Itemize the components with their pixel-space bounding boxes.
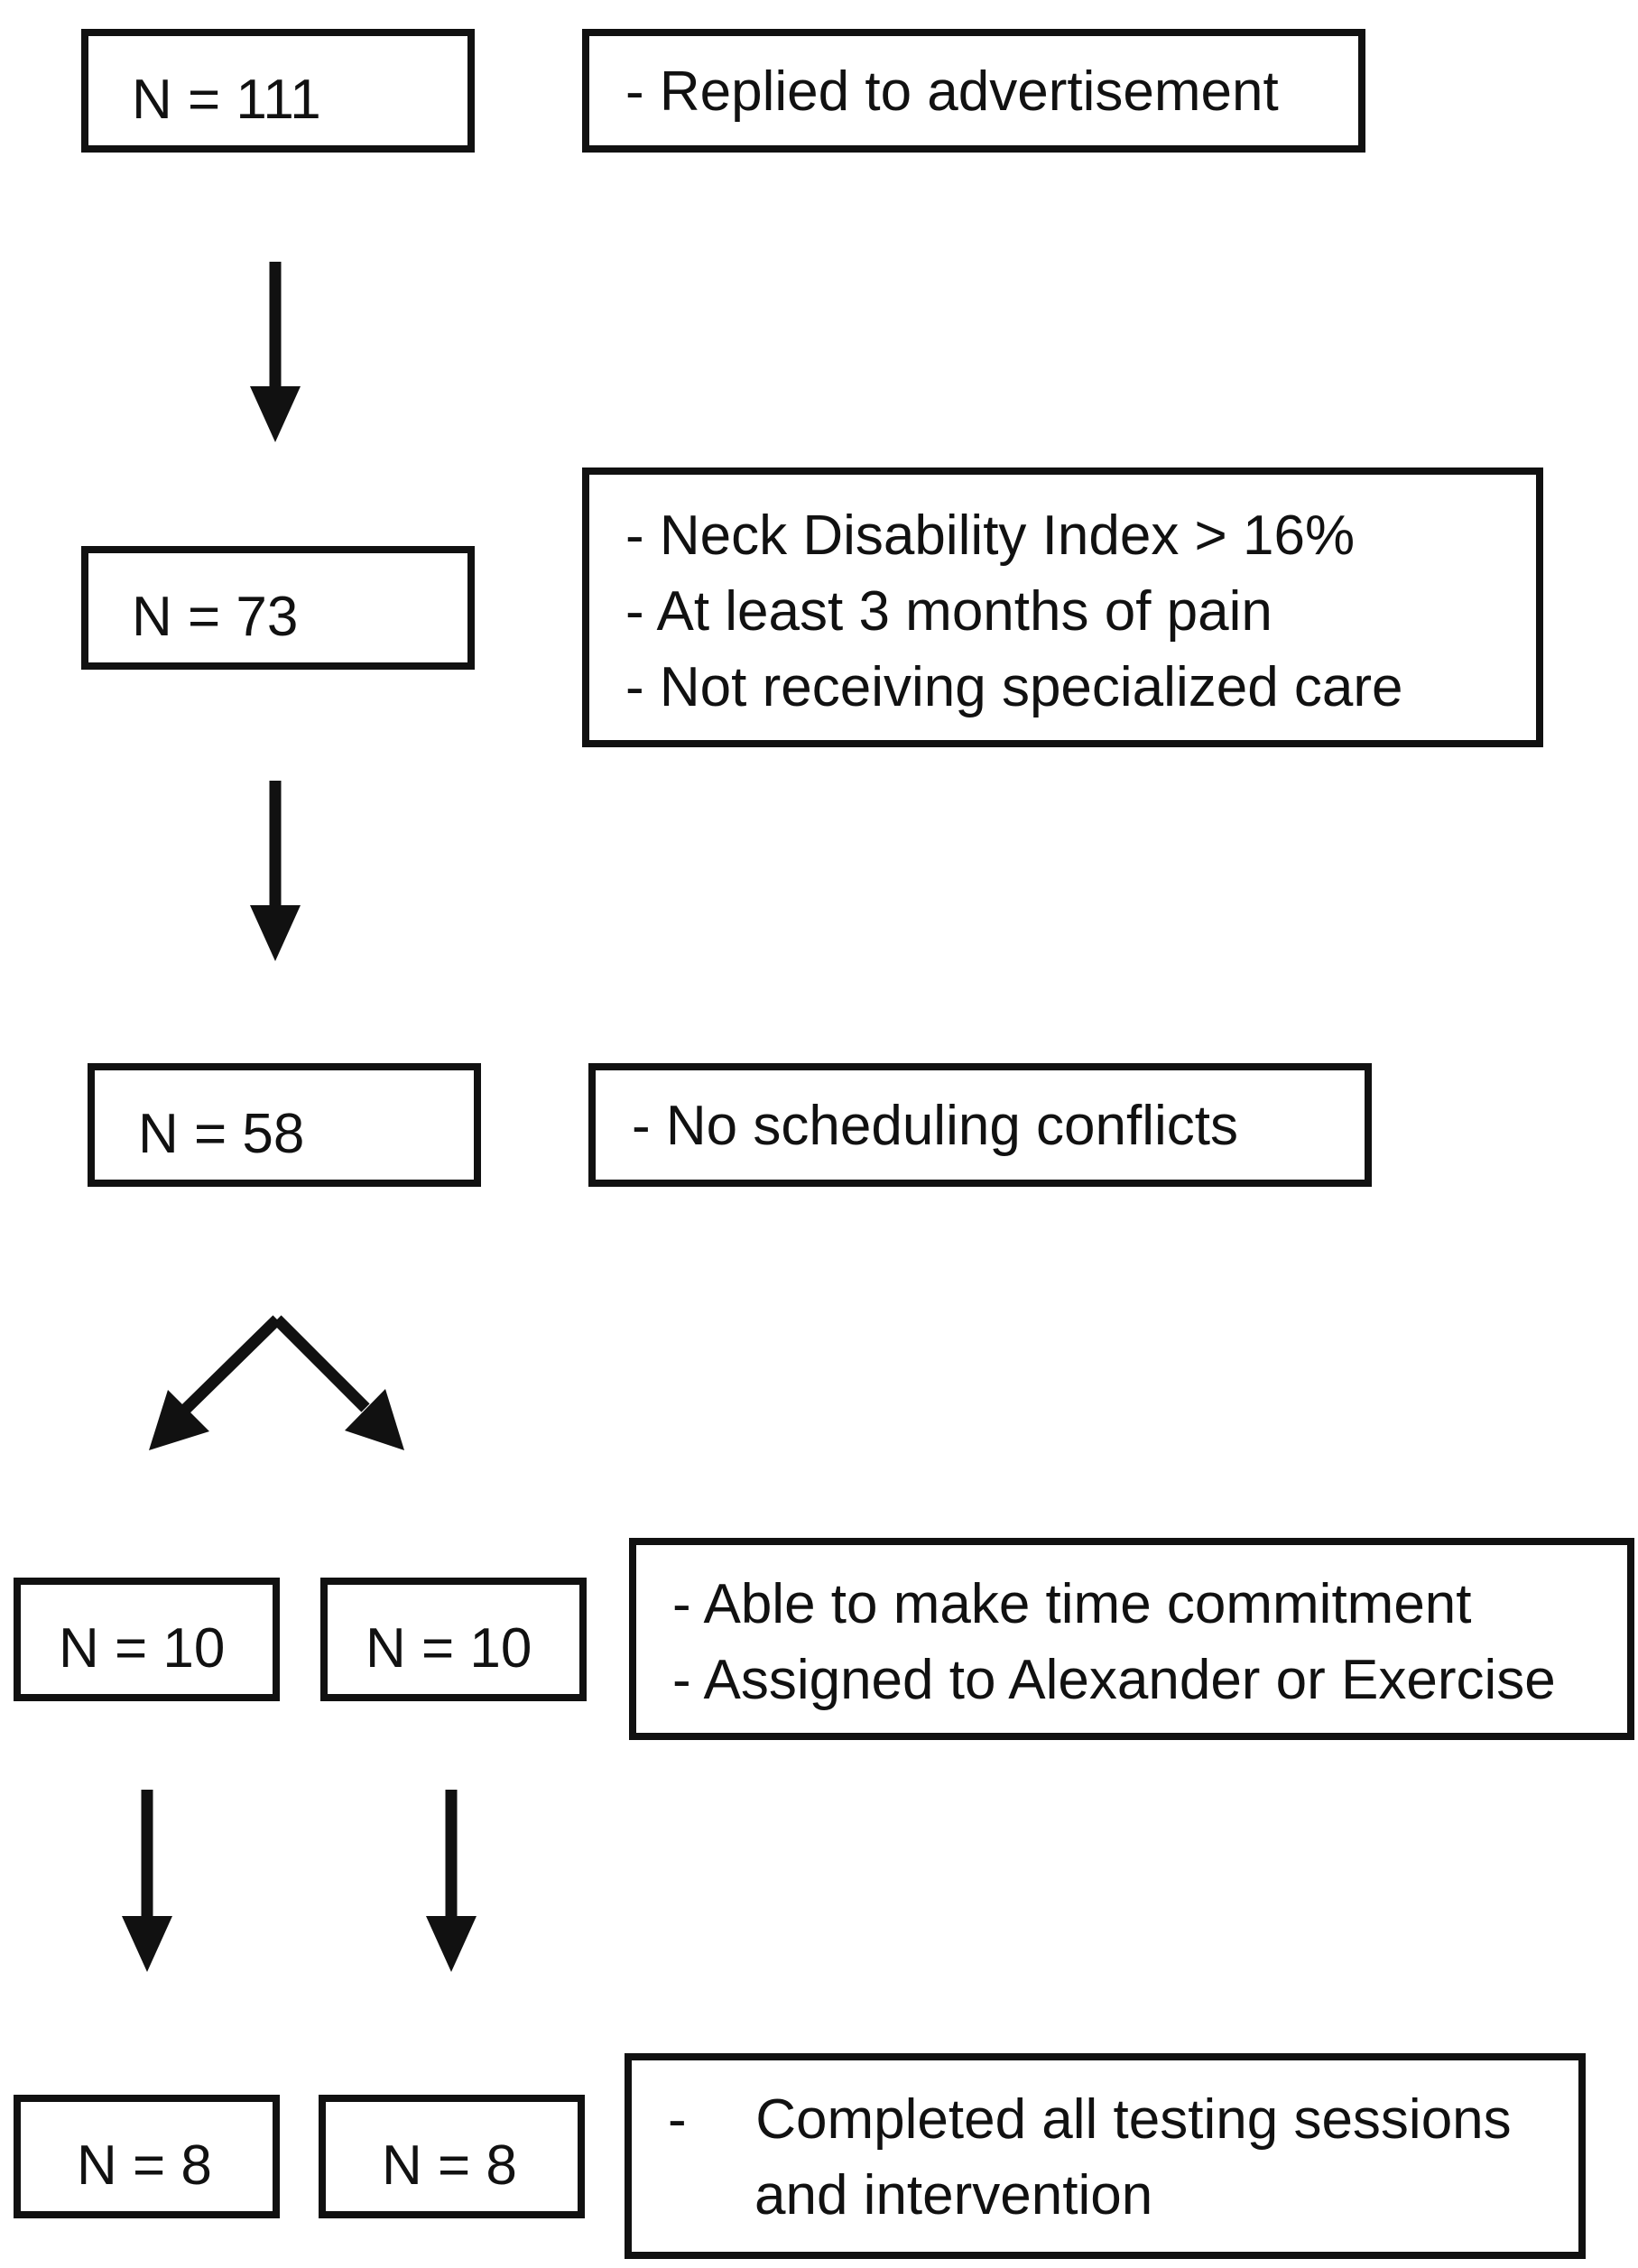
criteria-item: - Able to make time commitment [672, 1567, 1556, 1643]
criteria-list: - Neck Disability Index > 16% - At least… [625, 498, 1403, 726]
criteria-box-stage-4: - Able to make time commitment - Assigne… [629, 1538, 1634, 1740]
arrow-down-2 [250, 781, 301, 961]
arrow-split-left [149, 1315, 282, 1450]
count-label: N = 10 [366, 1617, 532, 1680]
bullet-dash: - [672, 1649, 691, 1711]
criteria-text: Replied to advertisement [659, 60, 1279, 123]
criteria-item: and intervention [668, 2158, 1512, 2234]
criteria-item: - Replied to advertisement [625, 54, 1279, 130]
count-label: N = 8 [382, 2134, 517, 2197]
criteria-text: Completed all testing sessions [755, 2088, 1512, 2151]
arrow-down-right [426, 1790, 477, 1972]
criteria-box-stage-3: - No scheduling conflicts [588, 1063, 1372, 1187]
criteria-box-stage-5: - Completed all testing sessions and int… [625, 2053, 1586, 2259]
criteria-box-stage-1: - Replied to advertisement [582, 29, 1365, 153]
count-box-stage-2: N = 73 [81, 546, 475, 670]
criteria-list: - Replied to advertisement [625, 54, 1279, 130]
criteria-item: - At least 3 months of pain [625, 574, 1403, 650]
bullet-dash: - [625, 580, 644, 643]
criteria-text: No scheduling conflicts [665, 1095, 1238, 1157]
arrow-down-1 [250, 262, 301, 442]
count-label: N = 73 [132, 586, 299, 648]
criteria-text: At least 3 months of pain [656, 580, 1272, 643]
criteria-text: Able to make time commitment [703, 1573, 1472, 1635]
criteria-list: - Able to make time commitment - Assigne… [672, 1567, 1556, 1718]
criteria-text: Neck Disability Index > 16% [659, 505, 1356, 567]
criteria-list: - No scheduling conflicts [632, 1088, 1238, 1164]
count-label: N = 8 [77, 2134, 212, 2197]
count-box-stage-5-left: N = 8 [14, 2095, 280, 2218]
arrow-down-left [122, 1790, 172, 1972]
bullet-dash: - [632, 1095, 651, 1157]
criteria-list: - Completed all testing sessions and int… [668, 2082, 1512, 2234]
criteria-item: - Not receiving specialized care [625, 650, 1403, 726]
criteria-item: - No scheduling conflicts [632, 1088, 1238, 1164]
count-label: N = 58 [138, 1103, 305, 1165]
count-label: N = 10 [59, 1617, 226, 1680]
count-label: N = 111 [132, 69, 321, 131]
criteria-box-stage-2: - Neck Disability Index > 16% - At least… [582, 467, 1543, 747]
bullet-dash: - [625, 656, 644, 718]
criteria-text: and intervention [754, 2164, 1153, 2226]
criteria-item: - Assigned to Alexander or Exercise [672, 1643, 1556, 1718]
count-box-stage-4-right: N = 10 [320, 1578, 587, 1701]
count-box-stage-5-right: N = 8 [319, 2095, 585, 2218]
criteria-text: Not receiving specialized care [659, 656, 1403, 718]
criteria-text: Assigned to Alexander or Exercise [703, 1649, 1556, 1711]
criteria-item: - Neck Disability Index > 16% [625, 498, 1403, 574]
bullet-dash: - [625, 505, 644, 567]
bullet-dash: - [672, 1573, 691, 1635]
count-box-stage-4-left: N = 10 [14, 1578, 280, 1701]
count-box-stage-1: N = 111 [81, 29, 475, 153]
arrow-split-right [273, 1315, 404, 1450]
bullet-dash: - [625, 60, 644, 123]
bullet-dash: - [668, 2088, 687, 2151]
criteria-item: - Completed all testing sessions [668, 2082, 1512, 2158]
count-box-stage-3: N = 58 [88, 1063, 481, 1187]
